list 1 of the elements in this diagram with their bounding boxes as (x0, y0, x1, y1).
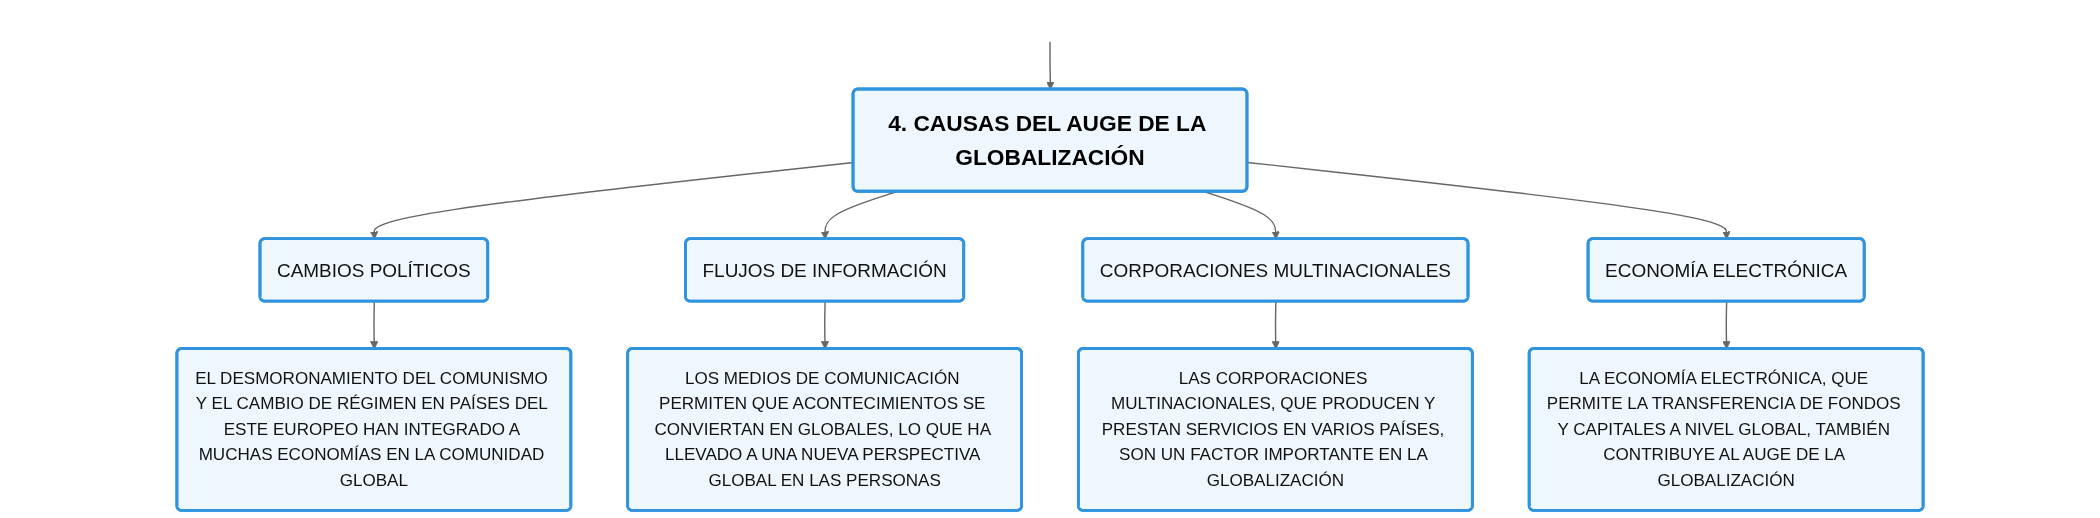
arrow (1046, 40, 1055, 90)
